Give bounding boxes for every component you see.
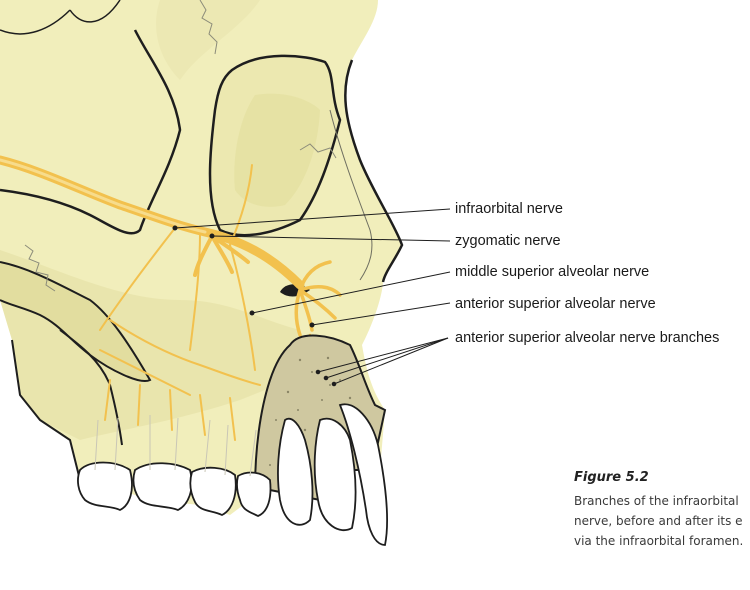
leader-asab-dot-1 [315,369,321,375]
nasal-inner [329,109,373,281]
upper-skull-line [0,0,121,35]
incisor-2 [338,403,388,546]
premolar-2 [236,471,272,517]
asa-fan [294,260,342,337]
teeth-row [77,415,272,517]
label-anterior-superior-alveolar-nerve-branches: anterior superior alveolar nerve branche… [455,330,720,346]
zygomatic-lower [0,261,152,382]
label-zygomatic-nerve: zygomatic nerve [455,233,561,249]
canine [277,417,314,526]
roots [94,415,257,477]
molar-1 [77,461,133,512]
mid-branch-4 [109,319,261,386]
orbit-inner [234,93,320,207]
mid-branch-1 [99,227,176,331]
suture-2 [199,0,218,55]
label-anterior-superior-alveolar-nerve: anterior superior alveolar nerve [455,296,656,312]
root-branches [104,379,236,441]
mid-branch-3 [229,244,256,371]
leader-zygomatic [211,235,451,242]
leader-asab-dot-2 [323,375,329,381]
alveolar-region [253,334,388,546]
leader-lines [172,208,451,387]
leader-asab-2 [325,337,449,379]
leader-zygomatic-dot [209,233,215,239]
upper-shade [156,0,260,80]
caption-line: nerve, before and after its e [574,514,743,528]
suture-1 [24,244,56,292]
leader-asab-dot-3 [331,381,337,387]
leader-asa-dot [309,322,315,328]
leader-infraorbital [174,208,451,229]
premolar-1 [189,466,237,517]
suture-3 [299,143,337,159]
superior-branch [229,164,253,246]
mid-branch-2 [189,233,201,351]
leader-msa-dot [249,310,255,316]
caption-title: Figure 5.2 [574,470,649,485]
figure-caption: Figure 5.2 Branches of the infraorbital … [574,470,750,551]
zygomatic-arch [0,29,182,235]
leader-asab-1 [317,337,449,373]
nasal-outline [344,59,404,283]
label-infraorbital-nerve: infraorbital nerve [455,201,563,217]
skull-left-edge [11,339,81,481]
incisor-1 [313,417,357,531]
leader-asa [311,302,451,326]
leader-asab-3 [333,337,449,385]
mid-branch-5 [99,349,191,396]
label-middle-superior-alveolar-nerve: middle superior alveolar nerve [455,264,650,280]
caption-line: via the infraorbital foramen. [574,534,744,548]
leader-msa [251,271,451,314]
leader-infraorbital-dot [172,225,178,231]
molar-2 [132,462,193,511]
caption-line: Branches of the infraorbital [574,494,739,508]
infraorbital-nerve-highlight [0,158,207,234]
